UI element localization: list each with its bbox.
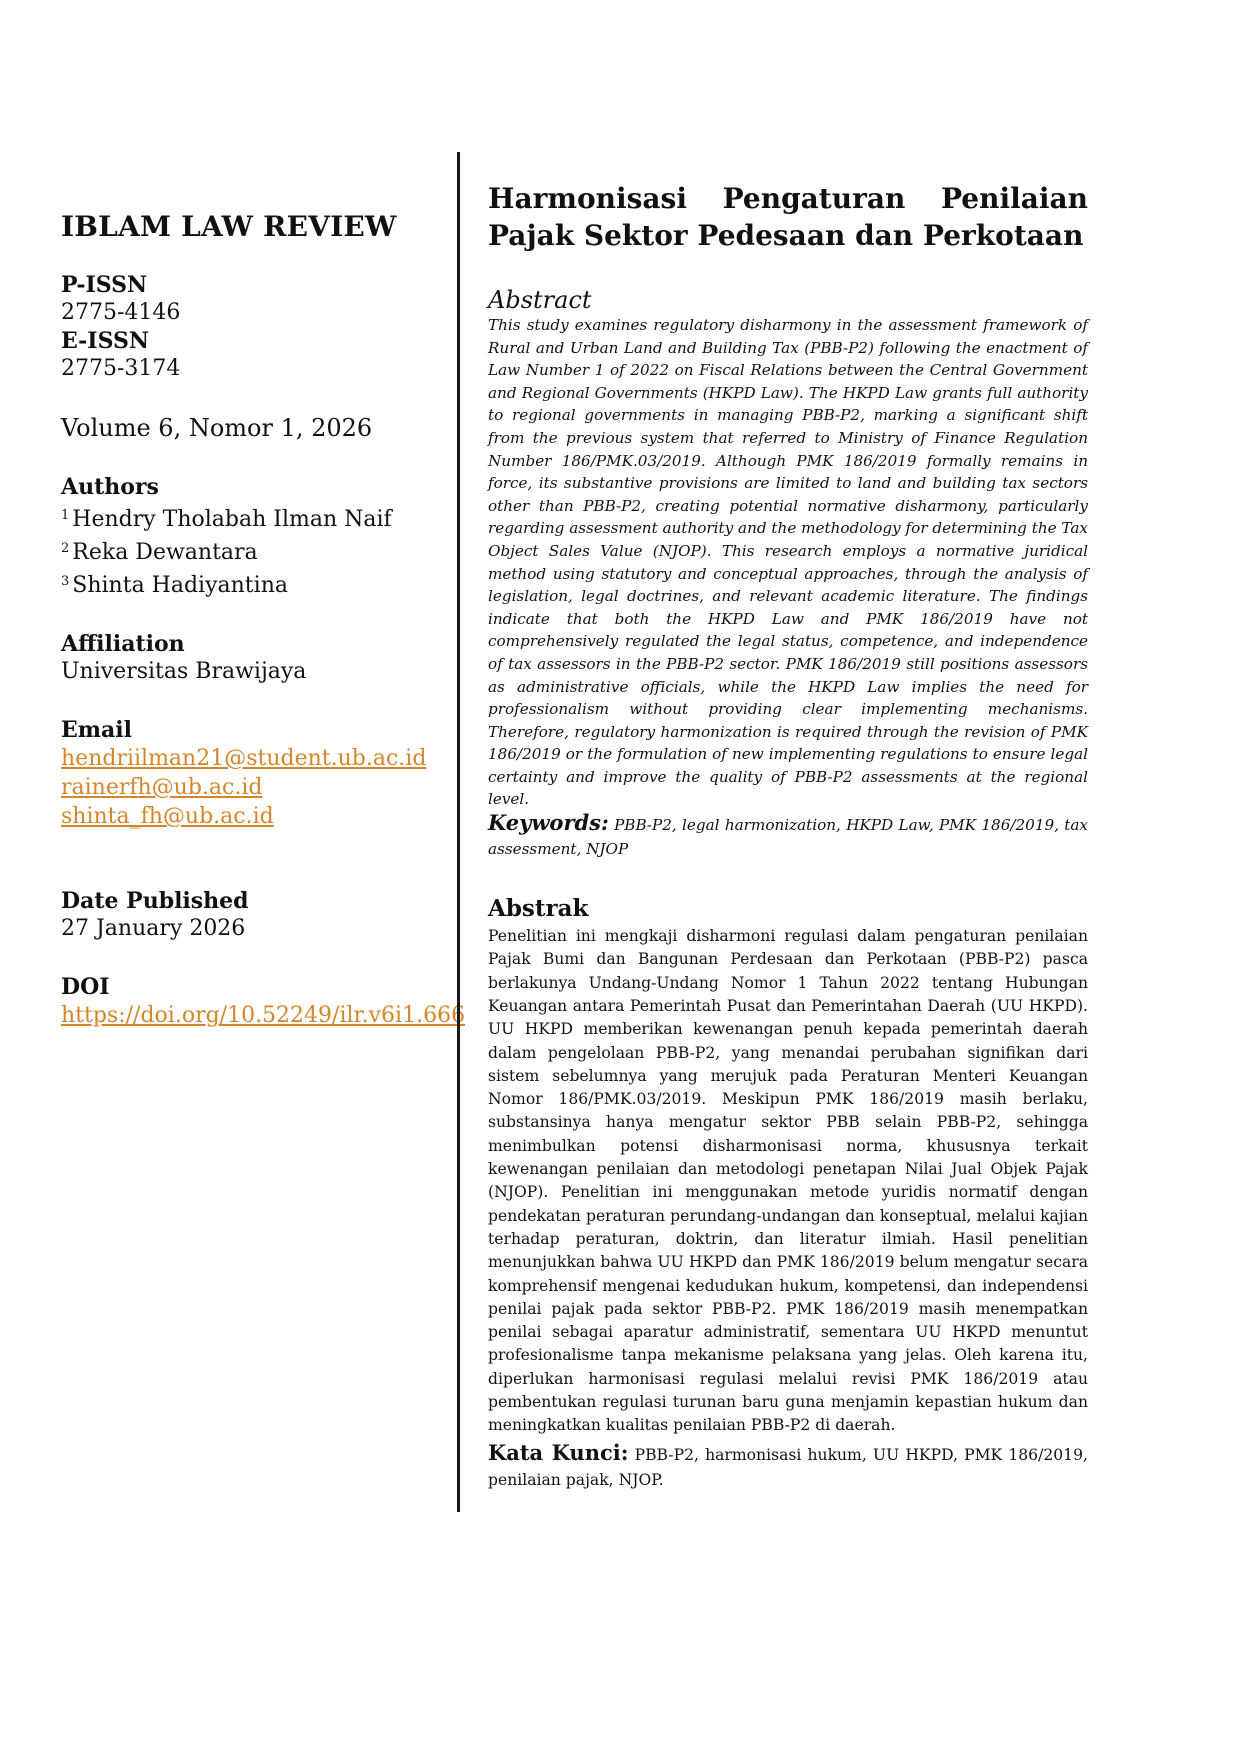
- abstrak-heading: Abstrak: [488, 895, 589, 923]
- kata-kunci-value: PBB-P2, harmonisasi hukum, UU HKPD, PMK …: [488, 1445, 1088, 1489]
- kata-kunci: Kata Kunci: PBB-P2, harmonisasi hukum, U…: [488, 1440, 1088, 1493]
- doi-label: DOI: [61, 974, 110, 1000]
- volume-info: Volume 6, Nomor 1, 2026: [61, 414, 373, 442]
- journal-info-sidebar: IBLAM LAW REVIEW P-ISSN 2775-4146 E-ISSN…: [61, 210, 466, 1030]
- affiliation-value: Universitas Brawijaya: [61, 659, 307, 684]
- column-divider: [457, 152, 460, 1512]
- abstract-text: This study examines regulatory disharmon…: [488, 316, 1088, 809]
- date-published-value: 27 January 2026: [61, 916, 246, 941]
- affiliation-label: Affiliation: [61, 631, 185, 657]
- eissn-value: 2775-3174: [61, 356, 181, 381]
- kata-kunci-label: Kata Kunci:: [488, 1439, 629, 1465]
- email-link-3[interactable]: shinta_fh@ub.ac.id: [61, 804, 274, 829]
- email-link-1[interactable]: hendriilman21@student.ub.ac.id: [61, 746, 427, 771]
- article-main: Harmonisasi Pengaturan Penilaian Pajak S…: [488, 180, 1088, 1493]
- email-label: Email: [61, 717, 133, 743]
- email-link-2[interactable]: rainerfh@ub.ac.id: [61, 775, 263, 800]
- authors-label: Authors: [61, 474, 159, 500]
- doi-link[interactable]: https://doi.org/10.52249/ilr.v6i1.666: [61, 1003, 466, 1028]
- date-published-label: Date Published: [61, 888, 249, 914]
- abstrak-text: Penelitian ini mengkaji disharmoni regul…: [488, 927, 1088, 1435]
- pissn-value: 2775-4146: [61, 300, 181, 325]
- keywords-value: PBB-P2, legal harmonization, HKPD Law, P…: [488, 816, 1089, 859]
- article-title: Harmonisasi Pengaturan Penilaian Pajak S…: [488, 182, 1088, 252]
- keywords: Keywords: PBB-P2, legal harmonization, H…: [488, 811, 1088, 861]
- keywords-label: Keywords:: [488, 810, 609, 836]
- abstract-heading: Abstract: [488, 286, 592, 314]
- eissn-label: E-ISSN: [61, 328, 149, 354]
- journal-name: IBLAM LAW REVIEW: [61, 210, 397, 243]
- pissn-label: P-ISSN: [61, 272, 148, 298]
